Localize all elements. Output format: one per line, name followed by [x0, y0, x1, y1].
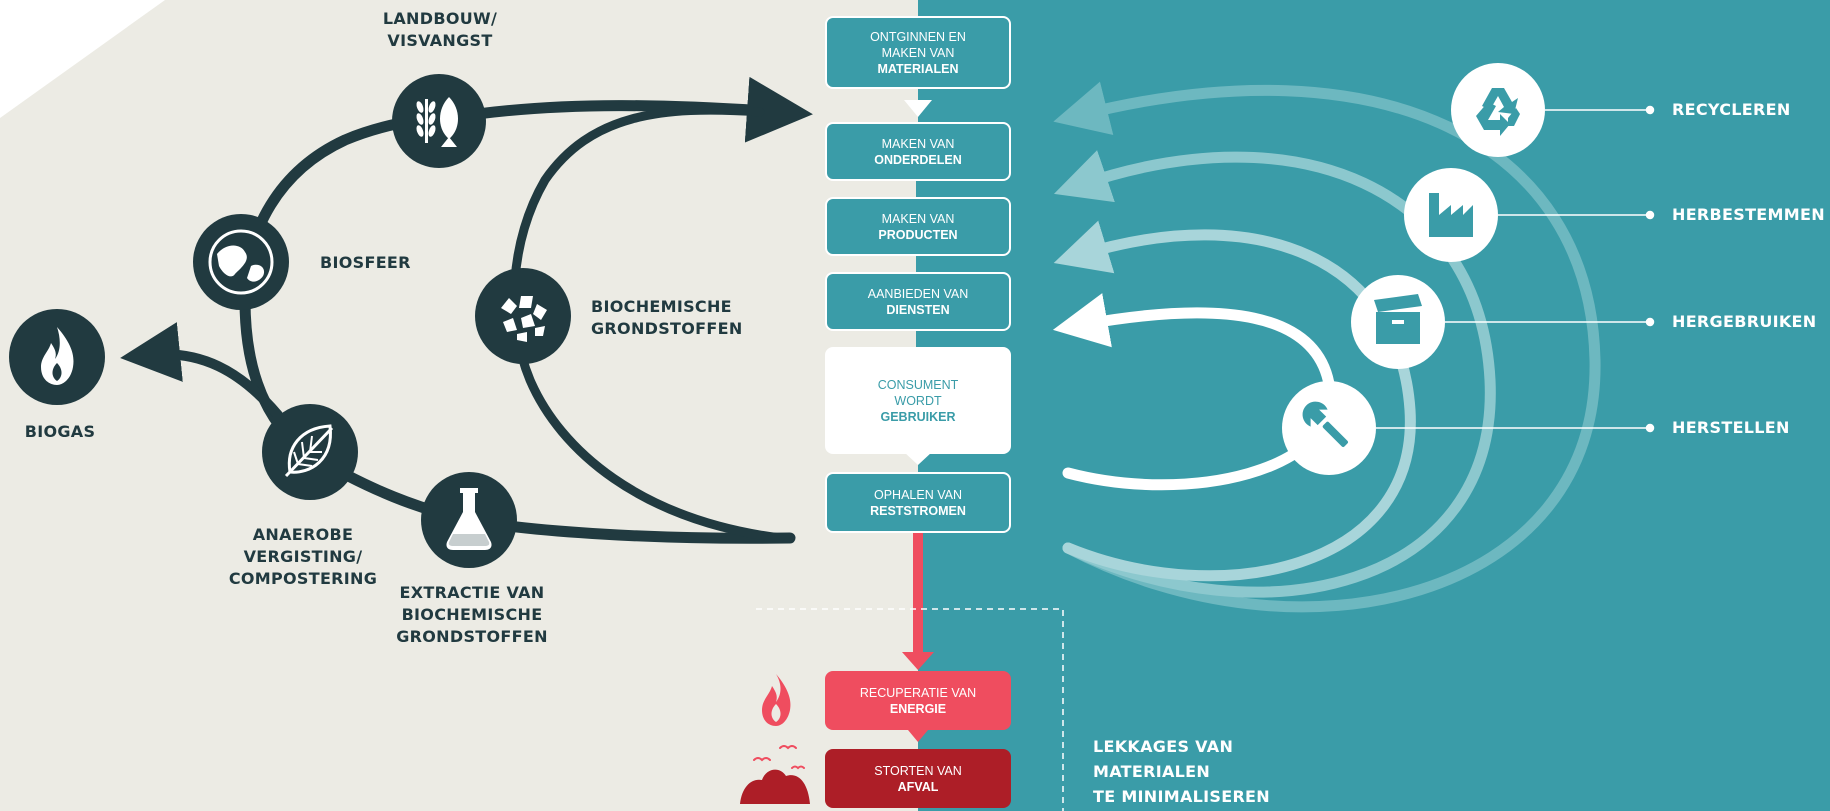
- leak-energie-line1: RECUPERATIE VAN: [859, 685, 977, 700]
- right-background: [918, 0, 1830, 811]
- label-biochemische-grondstoffen: BIOCHEMISCHE GRONDSTOFFEN: [591, 297, 743, 338]
- chain-gebruiker-line1: CONSUMENT: [877, 377, 959, 392]
- chain-onderdelen-bold: ONDERDELEN: [874, 152, 962, 167]
- globe-icon: [193, 214, 289, 310]
- chain-materialen-bold: MATERIALEN: [877, 61, 959, 76]
- leak-energie-bold: ENERGIE: [889, 701, 947, 716]
- chain-producten-bold: PRODUCTEN: [878, 227, 958, 242]
- chain-box-diensten: AANBIEDEN VAN DIENSTEN: [825, 272, 1011, 331]
- recycle-icon: [1451, 63, 1545, 157]
- leak-box-energie: RECUPERATIE VAN ENERGIE: [825, 671, 1011, 730]
- label-herstellen: HERSTELLEN: [1672, 418, 1790, 437]
- chain-box-onderdelen: MAKEN VAN ONDERDELEN: [825, 122, 1011, 181]
- chain-producten-line1: MAKEN VAN: [881, 211, 955, 226]
- flame-icon: [9, 309, 105, 405]
- fire-icon: [762, 674, 791, 726]
- chain-connectors: [904, 100, 932, 465]
- label-hergebruiken: HERGEBRUIKEN: [1672, 312, 1817, 331]
- label-herbestemmen: HERBESTEMMEN: [1672, 205, 1825, 224]
- chain-gebruiker-bold: GEBRUIKER: [880, 409, 956, 424]
- leaf-icon: [262, 404, 358, 500]
- landfill-birds-icon: [740, 745, 810, 804]
- chain-diensten-line1: AANBIEDEN VAN: [867, 286, 969, 301]
- label-recycleren: RECYCLEREN: [1672, 100, 1791, 119]
- chain-reststromen-bold: RESTSTROMEN: [870, 503, 966, 518]
- chain-materialen-line1: ONTGINNEN EN: [870, 29, 966, 44]
- factory-icon: [1404, 168, 1498, 262]
- chain-materialen-line2: MAKEN VAN: [881, 45, 955, 60]
- chain-box-producten: MAKEN VAN PRODUCTEN: [825, 197, 1011, 256]
- white-corner: [0, 0, 165, 118]
- flask-icon: [421, 472, 517, 568]
- chain-diensten-bold: DIENSTEN: [886, 302, 950, 317]
- chain-onderdelen-line1: MAKEN VAN: [881, 136, 955, 151]
- herbestemmen-loop: [1053, 150, 1496, 598]
- leakage-pipe: [902, 532, 934, 742]
- label-landbouw: LANDBOUW/ VISVANGST: [382, 9, 498, 50]
- chain-reststromen-line1: OPHALEN VAN: [874, 487, 962, 502]
- chain-box-materialen: ONTGINNEN EN MAKEN VAN MATERIALEN: [825, 16, 1011, 89]
- dashed-separator: [756, 608, 1064, 811]
- chain-gebruiker-line2: WORDT: [894, 393, 942, 408]
- label-lines: [1376, 105, 1655, 433]
- leak-box-afval: STORTEN VAN AFVAL: [825, 749, 1011, 808]
- chain-box-gebruiker: CONSUMENT WORDT GEBRUIKER: [825, 347, 1011, 454]
- wheat-fish-icon: [392, 74, 486, 168]
- label-biosfeer: BIOSFEER: [320, 253, 411, 272]
- chain-box-reststromen: OPHALEN VAN RESTSTROMEN: [825, 472, 1011, 533]
- hergebruiken-loop: [1053, 220, 1416, 582]
- leak-afval-line1: STORTEN VAN: [874, 763, 962, 778]
- label-anaerobe: ANAEROBE VERGISTING/ COMPOSTERING: [228, 525, 378, 588]
- label-biogas: BIOGAS: [24, 422, 96, 441]
- label-lekkages: LEKKAGES VAN MATERIALEN TE MINIMALISEREN: [1093, 737, 1270, 806]
- leak-afval-bold: AFVAL: [897, 779, 939, 794]
- technical-cycle: [1052, 81, 1601, 613]
- wrench-icon: [1282, 381, 1376, 475]
- granules-icon: [475, 268, 571, 364]
- recycle-loop: [1053, 81, 1601, 613]
- label-extractie: EXTRACTIE VAN BIOCHEMISCHE GRONDSTOFFEN: [396, 583, 548, 646]
- box-icon: [1351, 275, 1445, 369]
